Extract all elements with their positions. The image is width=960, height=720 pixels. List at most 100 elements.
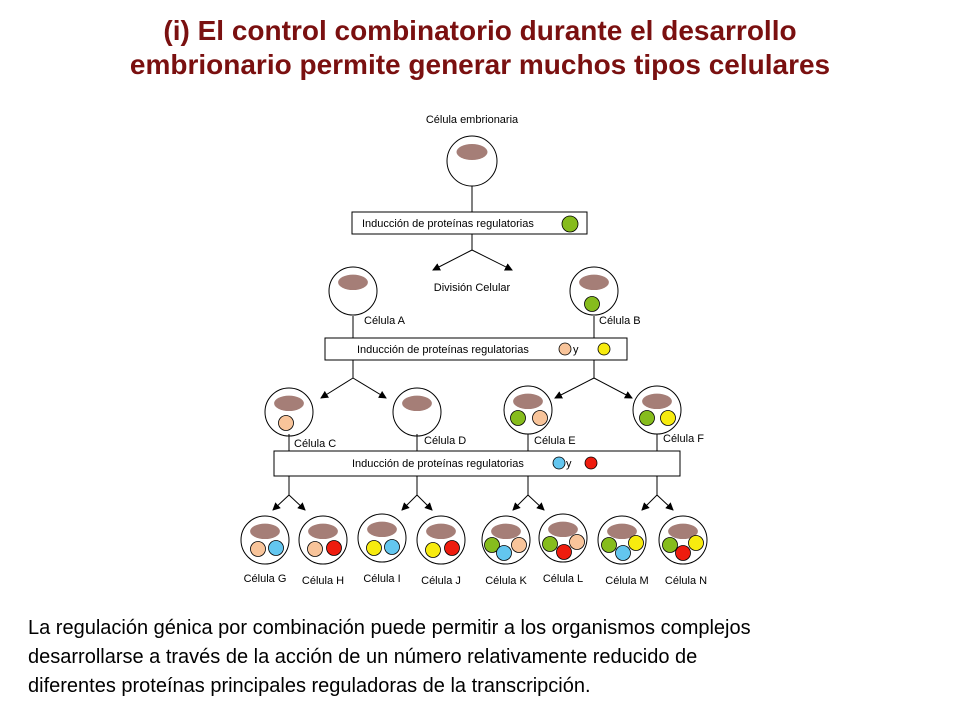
division-arrow (641, 494, 658, 511)
induction-box-2-label: Inducción de proteínas regulatorias (357, 344, 529, 356)
cell-h (298, 515, 348, 565)
cell-nucleus (579, 274, 609, 291)
caption: La regulación génica por combinación pue… (28, 614, 928, 701)
cell-nucleus (402, 395, 432, 412)
regulatory-protein-blue (496, 545, 512, 561)
regulatory-protein-green (639, 410, 655, 426)
division-arrow (656, 494, 674, 511)
cell-membrane (240, 515, 290, 565)
cell-i (357, 513, 407, 563)
cell-l (538, 513, 588, 563)
regulatory-protein-peach (569, 534, 585, 550)
induction-box-1 (351, 211, 588, 235)
caption-line-2: desarrollarse a través de la acción de u… (28, 646, 698, 668)
cell-a-label: Célula A (364, 315, 406, 327)
cell-nucleus (338, 274, 368, 291)
cell-membrane (298, 515, 348, 565)
division-label: División Celular (434, 282, 511, 294)
cell-m-label: Célula M (605, 575, 648, 587)
induction-box-1-label: Inducción de proteínas regulatorias (362, 218, 534, 230)
cell-membrane (328, 266, 378, 316)
cell-e-label: Célula E (534, 435, 576, 447)
title-line-1: (i) El control combinatorio durante el d… (163, 15, 797, 46)
cell-nucleus (308, 523, 338, 540)
cell-membrane (446, 135, 498, 187)
root-label: Célula embrionaria (426, 114, 519, 126)
division-arrow (527, 494, 545, 511)
cell-nucleus (491, 523, 521, 540)
division-arrow (352, 377, 387, 399)
division-arrow-right (471, 249, 513, 271)
division-arrow (512, 494, 529, 511)
cell-membrane (632, 385, 682, 435)
cell-membrane (503, 385, 553, 435)
cell-g (240, 515, 290, 565)
cell-k-label: Célula K (485, 575, 527, 587)
cell-e (503, 385, 553, 435)
conjunction-y: y (566, 458, 572, 470)
cell-a (328, 266, 378, 316)
regulatory-protein-yellow (628, 535, 644, 551)
regulatory-protein-red (675, 545, 691, 561)
cell-n (658, 515, 708, 565)
cell-nucleus (367, 521, 397, 538)
cell-nucleus (642, 393, 672, 410)
regulatory-protein-green-dot (561, 215, 579, 233)
regulatory-protein-red-dot (584, 456, 598, 470)
regulatory-protein-peach (307, 541, 323, 557)
division-arrow-left (432, 249, 473, 271)
induction-box-2 (324, 337, 628, 361)
induction-box-3-label: Inducción de proteínas regulatorias (352, 458, 524, 470)
regulatory-protein-green (584, 296, 600, 312)
regulatory-protein-peach (250, 541, 266, 557)
cell-b-label: Célula B (599, 315, 641, 327)
cell-j (416, 515, 466, 565)
regulatory-protein-blue-dot (552, 456, 566, 470)
regulatory-protein-red (556, 544, 572, 560)
conjunction-y: y (573, 344, 579, 356)
cell-g-label: Célula G (244, 573, 287, 585)
cell-f (632, 385, 682, 435)
division-arrow (272, 494, 290, 511)
page-title: (i) El control combinatorio durante el d… (0, 14, 960, 82)
regulatory-protein-peach (511, 537, 527, 553)
regulatory-protein-green (542, 536, 558, 552)
cell-lineage-diagram: Célula embrionaria Inducción de proteína… (240, 114, 708, 587)
cell-nucleus (250, 523, 280, 540)
caption-line-3: diferentes proteínas principales regulad… (28, 675, 591, 697)
cell-nucleus (668, 523, 698, 540)
cell-b (569, 266, 619, 316)
induction-box-3 (273, 450, 681, 477)
regulatory-protein-blue (384, 539, 400, 555)
cell-i-label: Célula I (363, 573, 400, 585)
cell-nucleus (274, 395, 304, 412)
cell-l-label: Célula L (543, 573, 583, 585)
cell-m (597, 515, 647, 565)
division-arrow (320, 377, 354, 399)
cell-k (481, 515, 531, 565)
cell-h-label: Célula H (302, 575, 344, 587)
regulatory-protein-yellow (425, 542, 441, 558)
embryonic-cell (446, 135, 498, 187)
cell-nucleus (548, 521, 578, 538)
regulatory-protein-blue (615, 545, 631, 561)
regulatory-protein-yellow (660, 410, 676, 426)
caption-line-1: La regulación génica por combinación pue… (28, 617, 751, 639)
regulatory-protein-red (444, 540, 460, 556)
cell-f-label: Célula F (663, 433, 704, 445)
division-arrow (554, 377, 595, 399)
regulatory-protein-peach-dot (558, 342, 572, 356)
regulatory-protein-yellow-dot (597, 342, 611, 356)
cell-c (264, 387, 314, 437)
regulatory-protein-green (662, 537, 678, 553)
regulatory-protein-peach (532, 410, 548, 426)
cell-membrane (392, 387, 442, 437)
regulatory-protein-yellow (688, 535, 704, 551)
cell-membrane (416, 515, 466, 565)
cell-d (392, 387, 442, 437)
regulatory-protein-red (326, 540, 342, 556)
cell-membrane (357, 513, 407, 563)
regulatory-protein-green (510, 410, 526, 426)
cell-j-label: Célula J (421, 575, 461, 587)
regulatory-protein-yellow (366, 540, 382, 556)
